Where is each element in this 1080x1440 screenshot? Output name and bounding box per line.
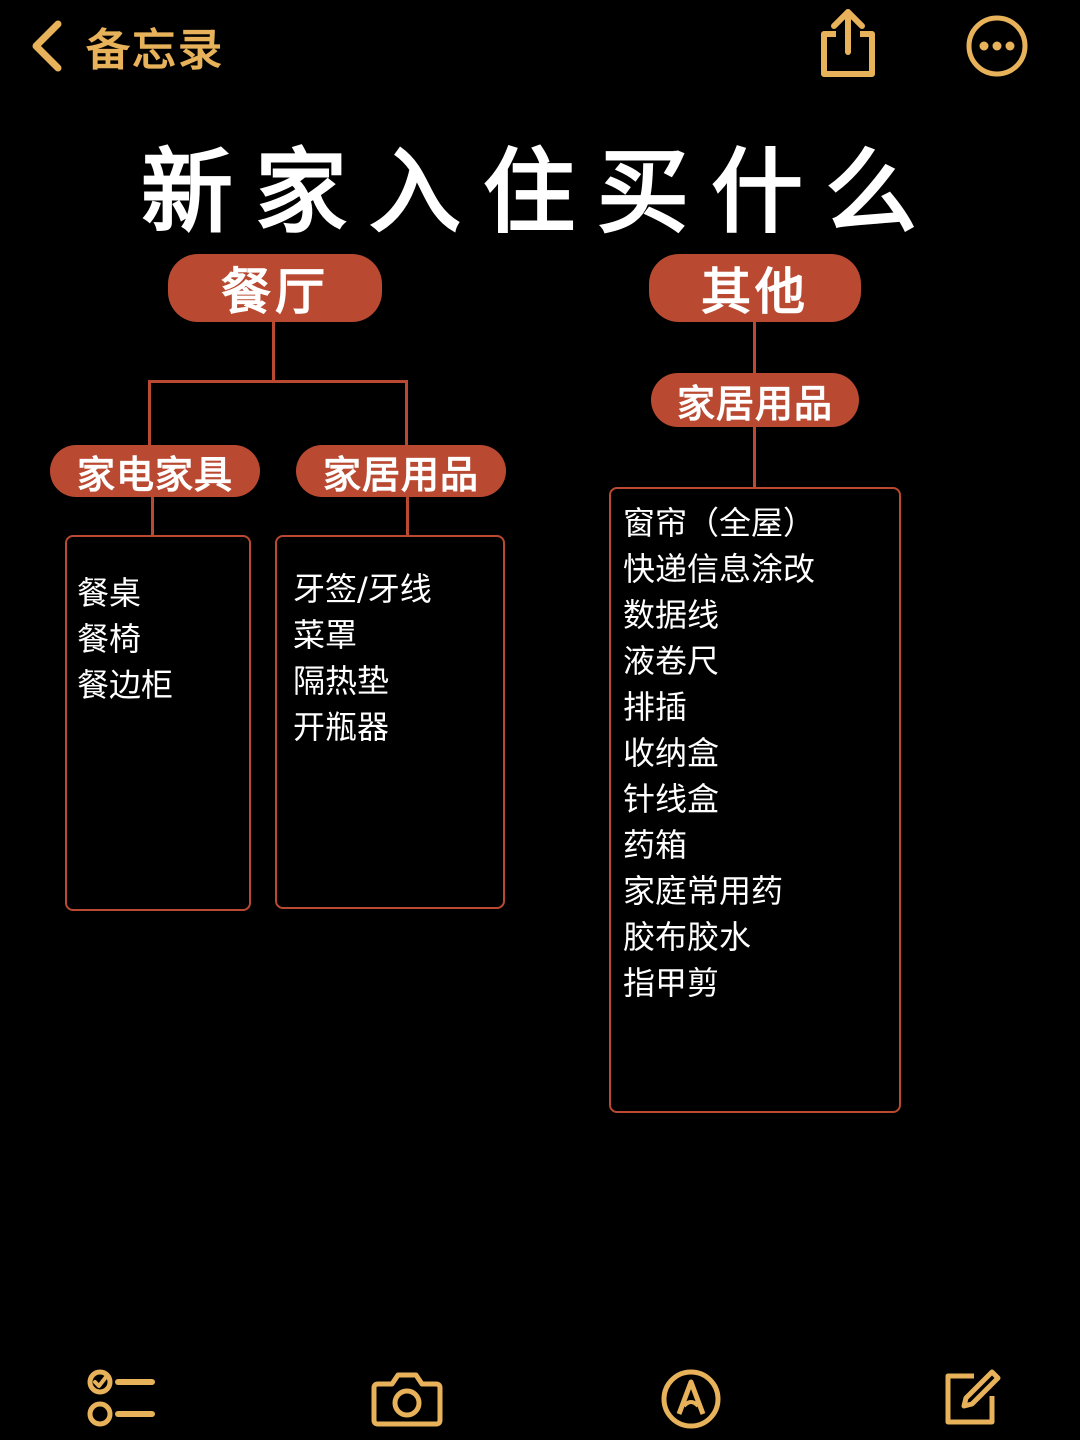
list-item: 菜罩 [293,616,358,654]
list-item: 针线盒 [623,780,720,818]
connector-line [272,322,275,382]
share-button[interactable] [816,6,880,78]
note-title: 新家入住买什么 [140,139,939,246]
markup-icon [661,1369,721,1429]
list-item: 液卷尺 [623,642,720,680]
list-item: 排插 [623,688,688,726]
list-other: 窗帘（全屋） 快递信息涂改 数据线 液卷尺 排插 收纳盒 针线盒 药箱 家庭常用… [623,500,815,1006]
list-household: 牙签/牙线 菜罩 隔热垫 开瓶器 [293,566,432,750]
list-item: 餐桌 [77,574,142,612]
list-item: 隔热垫 [293,662,390,700]
camera-button[interactable] [370,1370,444,1428]
compose-button[interactable] [940,1366,1002,1428]
connector-line [148,380,151,446]
list-box-appliances [65,535,251,911]
camera-icon [371,1372,443,1427]
list-item: 开瓶器 [293,708,390,746]
more-button[interactable] [965,14,1029,78]
back-label: 备忘录 [86,25,224,76]
node-household-items-label: 家居用品 [322,452,479,497]
list-box-household [275,535,505,909]
checklist-button[interactable] [86,1368,156,1430]
share-icon [821,9,875,77]
list-item: 快递信息涂改 [623,550,816,588]
list-item: 餐边柜 [77,666,174,704]
connector-line [151,497,154,537]
list-item: 数据线 [623,596,720,634]
node-dining-room-label: 餐厅 [221,263,329,321]
list-item: 收纳盒 [623,734,720,772]
node-other-household-label: 家居用品 [676,381,833,426]
node-other: 其他 [649,254,861,322]
list-item: 胶布胶水 [623,918,752,956]
connector-line [753,427,756,489]
chevron-left-icon [32,20,62,72]
list-item: 餐椅 [77,620,142,658]
node-appliances-furniture-label: 家电家具 [76,452,233,497]
back-button[interactable]: 备忘录 [30,14,224,78]
list-item: 牙签/牙线 [293,570,432,608]
more-icon [966,15,1028,77]
list-item: 指甲剪 [623,964,720,1002]
list-item: 窗帘（全屋） [623,504,816,542]
markup-button[interactable] [660,1368,722,1430]
list-item: 药箱 [623,826,688,864]
node-dining-room: 餐厅 [168,254,382,322]
compose-icon [945,1369,1001,1425]
connector-line [148,380,408,383]
connector-line [753,322,756,374]
connector-line [406,497,409,537]
node-other-label: 其他 [701,263,809,321]
node-other-household: 家居用品 [651,373,859,427]
list-box-other [609,487,901,1113]
connector-line [405,380,408,446]
list-item: 家庭常用药 [623,872,784,910]
node-appliances-furniture: 家电家具 [50,445,260,497]
checklist-icon [87,1369,155,1427]
list-appliances: 餐桌 餐椅 餐边柜 [77,570,173,708]
node-household-items: 家居用品 [296,445,506,497]
